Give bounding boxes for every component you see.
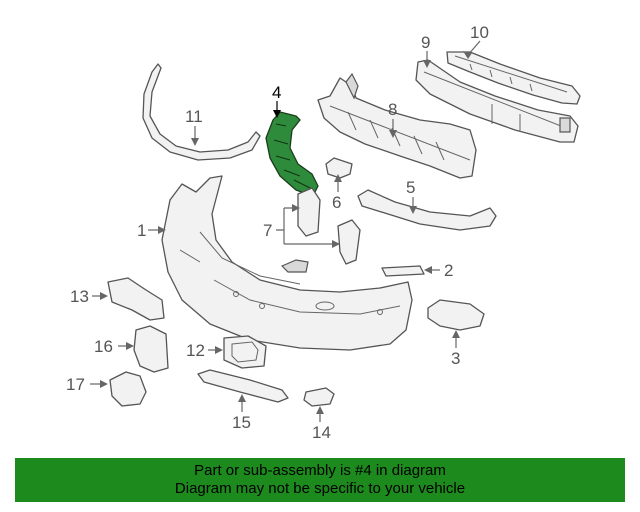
callout-4: 4	[272, 83, 281, 102]
arrowhead-15	[238, 394, 246, 402]
arrowhead-11	[191, 138, 199, 146]
callout-15: 15	[232, 413, 251, 432]
callout-13: 13	[70, 287, 89, 306]
callout-6: 6	[332, 193, 341, 212]
callout-2: 2	[444, 261, 453, 280]
leader-7	[276, 207, 336, 245]
emblem-mark	[315, 301, 335, 311]
arrowhead-16	[126, 342, 134, 350]
part-7-brackets	[297, 187, 361, 265]
part-12-bezel	[223, 335, 267, 369]
callout-7: 7	[263, 221, 272, 240]
callout-14: 14	[312, 423, 331, 442]
part-13-plate	[107, 277, 165, 321]
part-8-absorber	[317, 72, 477, 179]
arrowhead-8	[389, 130, 397, 138]
part-3-bracket	[427, 299, 485, 331]
arrowhead-13	[100, 292, 108, 300]
arrowhead-9	[423, 60, 431, 68]
arrowhead-5	[409, 206, 417, 214]
part-14-cap	[303, 387, 335, 407]
arrowhead-3	[452, 330, 460, 338]
arrowhead-6	[334, 174, 342, 182]
arrowhead-17	[100, 380, 108, 388]
part-9-reinforcement	[415, 59, 579, 143]
arrowhead-2	[424, 266, 432, 274]
part-11-molding	[142, 63, 261, 161]
callout-5: 5	[406, 178, 415, 197]
part-17-sensor	[109, 371, 147, 407]
part-4-bracket	[265, 111, 319, 197]
callout-3: 3	[451, 349, 460, 368]
arrowhead-1	[158, 226, 166, 234]
callout-9: 9	[421, 33, 430, 52]
arrowhead-10	[463, 51, 472, 59]
arrowhead-12	[215, 346, 223, 354]
callout-16: 16	[94, 337, 113, 356]
part-1-bumper-cover	[161, 175, 413, 351]
callout-1: 1	[137, 221, 146, 240]
arrowhead-4	[273, 110, 281, 118]
part-2-strip	[381, 265, 425, 277]
part-5-strip	[357, 189, 497, 231]
callout-17: 17	[66, 375, 85, 394]
banner-line-part: Part or sub-assembly is #4 in diagram	[194, 462, 446, 479]
part-6-clip	[325, 157, 353, 179]
part-15-strip	[197, 369, 289, 403]
banner-line-disclaimer: Diagram may not be specific to your vehi…	[174, 480, 466, 497]
arrowhead-7b	[332, 240, 340, 248]
arrowhead-14	[316, 406, 324, 414]
callout-10: 10	[470, 23, 489, 42]
part-16-bracket	[133, 325, 169, 373]
part-10-absorber	[446, 51, 581, 105]
callout-12: 12	[186, 341, 205, 360]
callout-8: 8	[388, 100, 397, 119]
arrowhead-7a	[292, 204, 300, 212]
info-banner: Part or sub-assembly is #4 in diagram Di…	[15, 458, 625, 502]
callout-11: 11	[185, 107, 203, 126]
